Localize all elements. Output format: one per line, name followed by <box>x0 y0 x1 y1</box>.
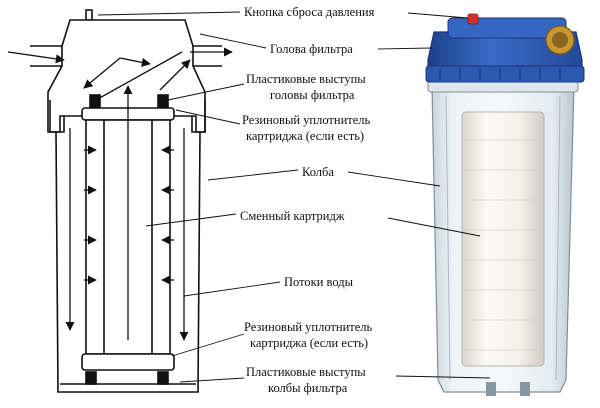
label-top-seal-line1: Резиновый уплотнитель <box>242 113 371 127</box>
photo-flask-lug-right <box>520 382 530 396</box>
label-cartridge: Сменный картридж <box>240 209 345 223</box>
label-flask-lugs-line2: колбы фильтра <box>268 381 348 395</box>
label-head-lugs-line2: головы фильтра <box>270 88 355 102</box>
label-bottom-seal-line2: картриджа (если есть) <box>250 336 368 350</box>
label-water-flow: Потоки воды <box>284 275 354 289</box>
schematic-head-lug-left <box>89 94 101 108</box>
label-flask: Колба <box>302 165 334 179</box>
label-reset-button: Кнопка сброса давления <box>244 5 375 19</box>
labels: Кнопка сброса давления Голова фильтра Пл… <box>240 5 375 395</box>
photo-reset-button <box>467 13 479 25</box>
label-top-seal-line2: картриджа (если есть) <box>246 129 364 143</box>
label-bottom-seal-line1: Резиновый уплотнитель <box>244 320 373 334</box>
schematic-head-lug-right <box>157 94 169 108</box>
label-head-lugs-line1: Пластиковые выступы <box>246 72 366 86</box>
schematic <box>30 9 222 393</box>
photo-flask-lug-left <box>486 382 496 396</box>
schematic-flask-lug-right <box>157 371 169 385</box>
water-flow-arrows <box>7 47 233 341</box>
schematic-reset-button <box>85 9 93 21</box>
schematic-flask-lug-left <box>85 371 97 385</box>
schematic-bottom-seal <box>81 353 175 371</box>
leader-lines <box>97 11 491 383</box>
label-flask-lugs-line1: Пластиковые выступы <box>246 365 366 379</box>
label-filter-head: Голова фильтра <box>270 42 353 56</box>
filter-photo <box>425 13 585 396</box>
photo-cartridge <box>461 111 545 367</box>
